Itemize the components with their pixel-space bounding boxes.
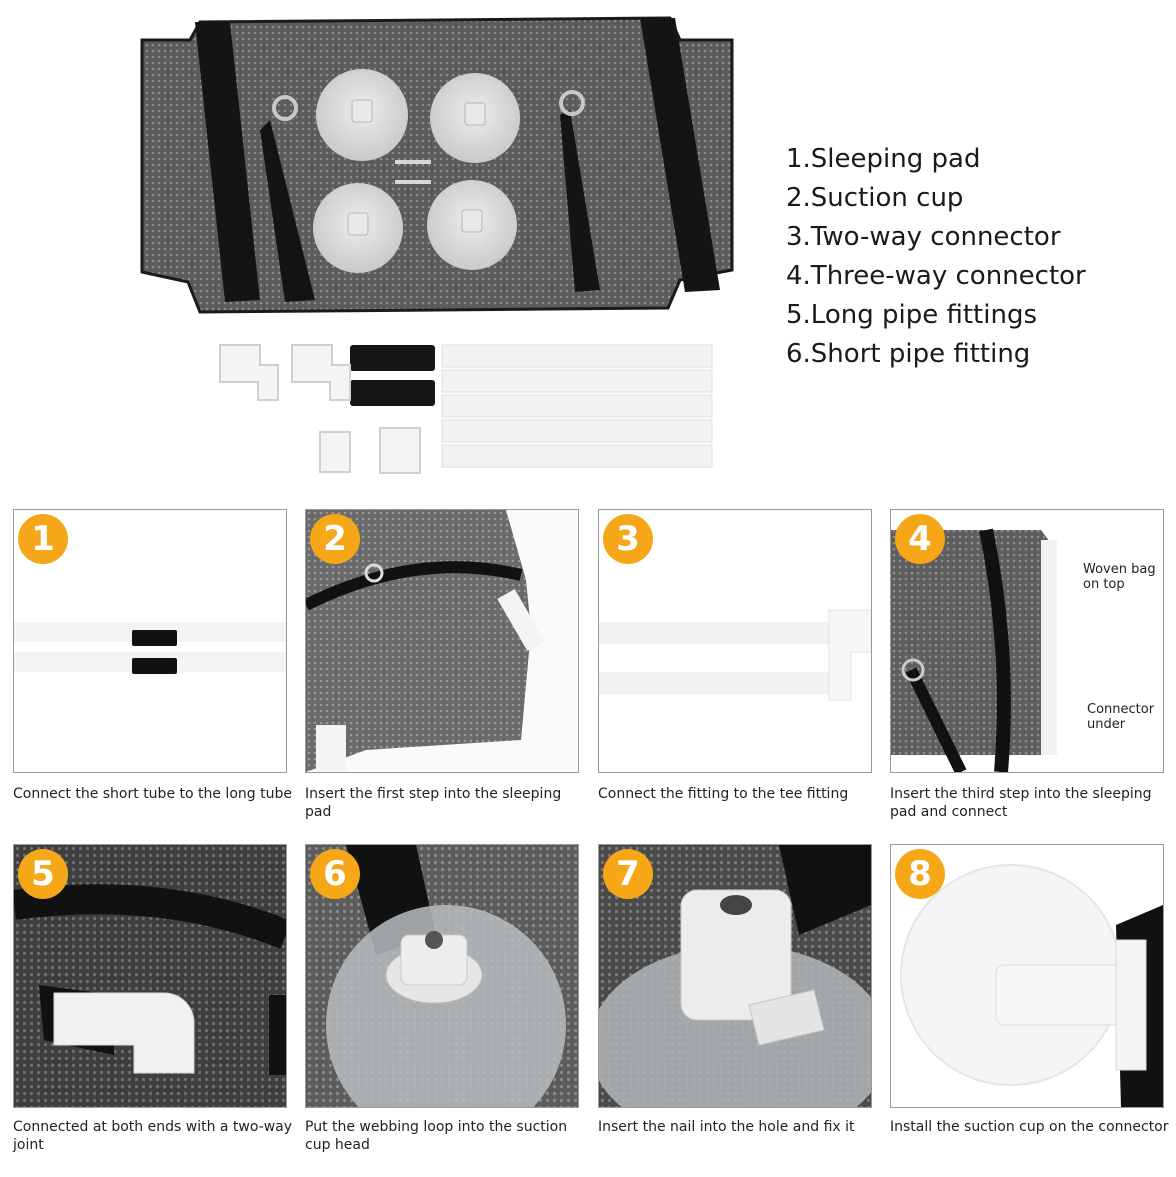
step-1-caption: Connect the short tube to the long tube: [13, 786, 292, 802]
step-3-caption: Connect the fitting to the tee fitting: [598, 786, 849, 802]
step-5-image: [14, 845, 286, 1107]
part-item: 1.Sleeping pad: [786, 144, 981, 174]
step-5-caption: Connected at both ends with a two-way jo…: [13, 1119, 293, 1153]
step-7-image: [599, 845, 871, 1107]
part-item: 4.Three-way connector: [786, 261, 1086, 291]
step-1-panel: 1: [13, 509, 287, 773]
step-3-panel: 3: [598, 509, 872, 773]
step-7-panel: 7: [598, 844, 872, 1108]
part-item: 5.Long pipe fittings: [786, 300, 1037, 330]
step-number-badge: 6: [310, 849, 360, 899]
part-item: 2.Suction cup: [786, 183, 964, 213]
part-item: 6.Short pipe fitting: [786, 339, 1031, 369]
strap-right: [640, 18, 720, 292]
step-number-badge: 5: [18, 849, 68, 899]
step-8-panel: 8: [890, 844, 1164, 1108]
step-7-caption: Insert the nail into the hole and fix it: [598, 1119, 855, 1135]
annotation-woven-bag: Woven bag on top: [1083, 562, 1156, 592]
step-number-badge: 2: [310, 514, 360, 564]
step-4-caption: Insert the third step into the sleeping …: [890, 786, 1152, 820]
step-6-caption: Put the webbing loop into the suction cu…: [305, 1119, 568, 1153]
suction-cups: [313, 69, 520, 273]
step-number-badge: 8: [895, 849, 945, 899]
step-number-badge: 3: [603, 514, 653, 564]
parts-list: 1.Sleeping pad 2.Suction cup 3.Two-way c…: [786, 140, 1086, 374]
step-2-caption: Insert the first step into the sleeping …: [305, 786, 562, 820]
product-overview-image: [140, 16, 734, 474]
connectors: [219, 344, 421, 474]
pipe-fittings: [350, 344, 713, 468]
step-2-image: [306, 510, 578, 772]
step-number-badge: 1: [18, 514, 68, 564]
step-4-panel: 4 Woven bag on top Connector under: [890, 509, 1164, 773]
part-item: 3.Two-way connector: [786, 222, 1061, 252]
annotation-connector: Connector under: [1087, 702, 1155, 732]
strap-left: [195, 22, 260, 302]
step-number-badge: 4: [895, 514, 945, 564]
step-5-panel: 5: [13, 844, 287, 1108]
step-6-panel: 6: [305, 844, 579, 1108]
step-8-caption: Install the suction cup on the connector: [890, 1119, 1169, 1135]
step-8-image: [891, 845, 1163, 1107]
step-2-panel: 2: [305, 509, 579, 773]
step-number-badge: 7: [603, 849, 653, 899]
